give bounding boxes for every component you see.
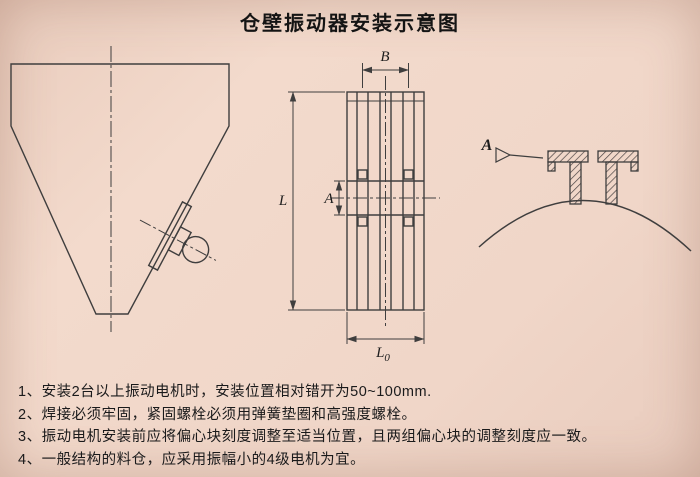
section-a-label: A (481, 137, 493, 154)
bolt-hole (357, 169, 368, 180)
dimension-labels: B L A L0 A (278, 49, 493, 364)
section-arrow-leader (509, 154, 544, 159)
note-line-2: 2、焊接必须牢固，紧固螺栓必须用弹簧垫圈和高强度螺栓。 (18, 406, 417, 423)
bolt-hole (357, 216, 368, 227)
note-line-4: 4、一般结构的料仓，应采用振幅小的4级电机为宜。 (18, 451, 366, 468)
bolt-hole (403, 216, 414, 227)
vibrator-axis-centerline (139, 219, 217, 261)
bracket-lip-right (630, 161, 639, 172)
dim-a-label: A (323, 191, 334, 207)
bracket-lip-left (547, 161, 556, 172)
dimension-lines (288, 63, 425, 344)
section-arrow-triangle-icon (495, 147, 512, 163)
note-line-1: 1、安装2台以上振动电机时，安装位置相对错开为50~100mm. (18, 384, 432, 400)
bin-wall-arc (478, 199, 692, 252)
bracket-flange-left (547, 150, 589, 163)
bracket-web-left (569, 161, 582, 205)
bracket-flange-right (597, 150, 639, 163)
bracket-web-right (605, 161, 618, 205)
dim-l-label: L (278, 193, 287, 209)
vibrator (139, 200, 217, 272)
dim-l0-label: L0 (375, 345, 390, 364)
installation-notes: 1、安装2台以上振动电机时，安装位置相对错开为50~100mm. 2、焊接必须牢… (18, 381, 690, 471)
bolt-hole (403, 169, 414, 180)
bracket-section (547, 150, 639, 205)
hopper-view (10, 46, 230, 332)
diagram-canvas: B L A L0 A (10, 46, 692, 364)
mounting-plate-view (330, 76, 440, 326)
note-line-3: 3、振动电机安装前应将偏心块刻度调整至适当位置，且两组偏心块的调整刻度应一致。 (18, 429, 597, 445)
page-title: 仓壁振动器安装示意图 (240, 13, 460, 35)
hopper-outline (10, 63, 230, 315)
dim-b-label: B (380, 49, 389, 65)
section-view-arrow (495, 147, 544, 163)
wall-section-view (478, 147, 692, 252)
